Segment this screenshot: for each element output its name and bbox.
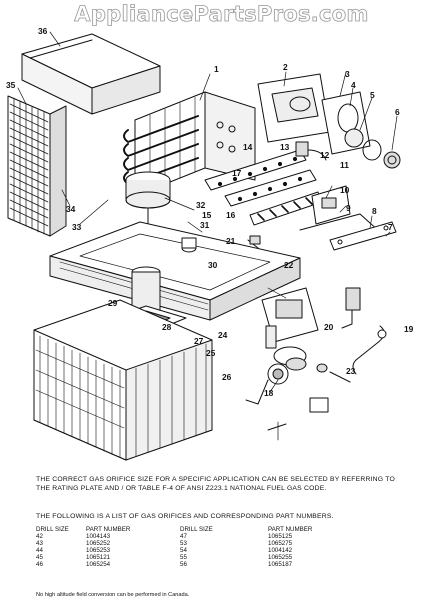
callout-2: 2 — [283, 62, 288, 72]
callout-21: 21 — [226, 236, 236, 246]
header-drill-size-1: DRILL SIZE — [36, 526, 69, 533]
table-row: 46 1065254 56 1065187 — [36, 561, 348, 568]
callout-36: 36 — [38, 26, 48, 36]
heat-exchanger-part — [123, 91, 256, 197]
header-part-number-2: PART NUMBER — [268, 526, 313, 533]
bracket-part — [329, 221, 397, 251]
orifice-part — [267, 363, 351, 431]
callout-27: 27 — [194, 336, 204, 346]
pressure-switch-part — [295, 141, 327, 161]
table-cell: 1065275 — [268, 540, 293, 548]
table-cell: 43 — [36, 540, 43, 548]
table-cell: 1065187 — [268, 561, 293, 569]
table-cell: 1065255 — [268, 554, 293, 562]
callout-28: 28 — [162, 322, 172, 332]
table-cell: 1004143 — [86, 533, 111, 541]
callout-5: 5 — [370, 90, 375, 100]
burner-manifold-part — [204, 149, 323, 226]
callout-32: 32 — [196, 200, 206, 210]
callout-25: 25 — [206, 348, 216, 358]
table-cell: 1004142 — [268, 547, 293, 555]
table-cell: 53 — [180, 540, 187, 548]
callout-8: 8 — [372, 206, 377, 216]
table-cell: 1065252 — [86, 540, 111, 548]
callout-16: 16 — [226, 210, 236, 220]
callout-34: 34 — [66, 204, 76, 214]
footer-note: No high altitude field conversion can be… — [36, 592, 190, 598]
table-cell: 46 — [36, 561, 43, 569]
table-header-row: DRILL SIZE PART NUMBER DRILL SIZE PART N… — [36, 526, 348, 533]
header-part-number-1: PART NUMBER — [86, 526, 131, 533]
callout-9: 9 — [346, 203, 351, 213]
callout-33: 33 — [72, 222, 82, 232]
exploded-parts-diagram: 36 1 2 3 4 5 6 35 14 13 12 11 10 9 8 7 3… — [6, 26, 414, 461]
callout-35: 35 — [6, 80, 16, 90]
table-cell: 1065125 — [268, 533, 293, 541]
table-row: 44 1065253 54 1004142 — [36, 547, 348, 554]
table-cell: 1065121 — [86, 554, 111, 562]
callout-18: 18 — [264, 388, 274, 398]
callout-6: 6 — [395, 107, 400, 117]
table-cell: 1065253 — [86, 547, 111, 555]
top-cover-part — [21, 33, 161, 115]
orifice-note: THE CORRECT GAS ORIFICE SIZE FOR A SPECI… — [36, 476, 395, 492]
table-cell: 42 — [36, 533, 43, 541]
callout-31: 31 — [200, 220, 210, 230]
orifice-table: DRILL SIZE PART NUMBER DRILL SIZE PART N… — [36, 526, 348, 569]
table-cell: 55 — [180, 554, 187, 562]
callout-17: 17 — [232, 168, 242, 178]
table-row: 45 1065121 55 1065255 — [36, 554, 348, 561]
callout-26: 26 — [222, 372, 232, 382]
callout-13: 13 — [280, 142, 290, 152]
callout-10: 10 — [340, 185, 350, 195]
side-grille-part — [7, 95, 67, 237]
callout-23: 23 — [346, 366, 356, 376]
table-cell: 1065254 — [86, 561, 111, 569]
watermark: AppliancePartsPros.com — [74, 2, 369, 27]
callout-1: 1 — [214, 64, 219, 74]
callout-14: 14 — [243, 142, 253, 152]
gas-valve-part — [245, 287, 319, 405]
control-board-part — [299, 185, 381, 233]
table-cell: 47 — [180, 533, 187, 541]
table-row: 42 1004143 47 1065125 — [36, 533, 348, 540]
callout-24: 24 — [218, 330, 228, 340]
callout-19: 19 — [404, 324, 414, 334]
callout-20: 20 — [324, 322, 334, 332]
table-cell: 56 — [180, 561, 187, 569]
table-row: 43 1065252 53 1065275 — [36, 540, 348, 547]
lower-grille-part — [33, 299, 213, 461]
callout-22: 22 — [284, 260, 294, 270]
callout-7: 7 — [388, 222, 393, 232]
callout-12: 12 — [320, 150, 330, 160]
igniter-part — [341, 287, 387, 375]
cabinet-base-part — [49, 221, 301, 321]
callout-4: 4 — [351, 80, 356, 90]
orifice-list-intro: THE FOLLOWING IS A LIST OF GAS ORIFICES … — [36, 513, 334, 520]
table-cell: 54 — [180, 547, 187, 555]
draft-hood-part — [321, 91, 401, 169]
callout-11: 11 — [340, 160, 349, 170]
table-cell: 44 — [36, 547, 43, 555]
callout-29: 29 — [108, 298, 118, 308]
callout-15: 15 — [202, 210, 212, 220]
callout-30: 30 — [208, 260, 218, 270]
vent-panel-part — [257, 73, 331, 143]
header-drill-size-2: DRILL SIZE — [180, 526, 213, 533]
callout-3: 3 — [345, 69, 350, 79]
table-cell: 45 — [36, 554, 43, 562]
